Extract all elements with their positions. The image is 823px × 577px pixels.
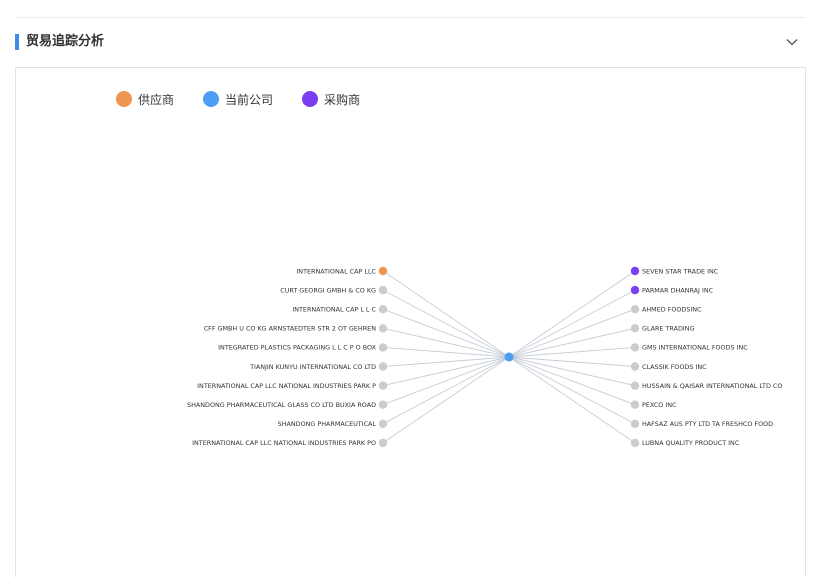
buyer-node-label[interactable]: CLASSIK FOODS INC (642, 363, 707, 371)
edge-line (508, 356, 636, 425)
edge-line (382, 356, 510, 406)
top-divider (15, 17, 806, 18)
buyer-node-label[interactable]: PEXCO INC (642, 401, 677, 409)
edge-line (508, 356, 636, 387)
legend-label: 供应商 (138, 92, 175, 107)
legend-dot-supplier (116, 91, 132, 107)
edge-line (382, 327, 510, 358)
edge-line (508, 356, 636, 444)
legend-item-buyer[interactable]: 采购商 (302, 91, 360, 108)
buyer-node-label[interactable]: GLARE TRADING (642, 325, 695, 333)
supplier-node[interactable] (378, 324, 388, 333)
buyer-node[interactable] (630, 305, 640, 314)
edge-line (382, 289, 510, 358)
buyer-node-label[interactable]: PARMAR DHANRAJ INC (642, 286, 714, 294)
legend: 供应商 当前公司 采购商 (116, 89, 389, 109)
supplier-node-label[interactable]: INTERNATIONAL CAP LLC NATIONAL INDUSTRIE… (197, 382, 376, 390)
edge-line (508, 356, 636, 406)
supplier-node[interactable] (378, 438, 388, 448)
buyer-node[interactable] (630, 266, 640, 276)
buyer-node-label[interactable]: HAFSAZ AUS PTY LTD TA FRESHCO FOOD (642, 420, 773, 428)
section-header: 贸易追踪分析 (15, 32, 806, 52)
trade-network-graph: INTERNATIONAL CAP LLC CURT GEORGI GMBH & … (187, 266, 782, 448)
legend-label: 当前公司 (225, 92, 274, 107)
edge-line (382, 356, 510, 425)
buyer-node[interactable] (630, 438, 640, 448)
edge-line (508, 346, 636, 358)
supplier-node-label[interactable]: INTEGRATED PLASTICS PACKAGING L L C P O … (218, 344, 376, 352)
edge-line (382, 308, 510, 358)
supplier-node-label[interactable]: INTERNATIONAL CAP L L C (292, 306, 376, 314)
supplier-node[interactable] (378, 381, 388, 390)
supplier-node-label[interactable]: TIANJIN KUNYU INTERNATIONAL CO LTD (249, 363, 376, 371)
supplier-node[interactable] (378, 285, 388, 295)
supplier-node[interactable] (378, 305, 388, 314)
buyer-node-label[interactable]: LUBNA QUALITY PRODUCT INC (642, 439, 740, 447)
legend-dot-current-company (203, 91, 220, 107)
edge-line (382, 356, 510, 367)
legend-item-supplier[interactable]: 供应商 (116, 91, 174, 108)
chevron-down-icon[interactable] (784, 34, 800, 50)
buyer-node-label[interactable]: SEVEN STAR TRADE INC (642, 267, 719, 275)
supplier-node[interactable] (378, 400, 388, 409)
edge-line (508, 289, 636, 358)
edge-line (508, 308, 636, 358)
supplier-node-label[interactable]: CFF GMBH U CO KG ARNSTAEDTER STR 2 OT GE… (204, 325, 377, 333)
buyer-node[interactable] (630, 419, 640, 428)
buyer-node-label[interactable]: HUSSAIN & QAISAR INTERNATIONAL LTD CO (642, 382, 782, 390)
edge-line (382, 356, 510, 387)
supplier-node[interactable] (378, 419, 388, 428)
nodes: INTERNATIONAL CAP LLC CURT GEORGI GMBH & … (187, 266, 782, 448)
supplier-node-label[interactable]: CURT GEORGI GMBH & CO KG (280, 286, 376, 294)
edge-line (382, 270, 510, 358)
current-company-node[interactable] (504, 352, 514, 362)
trade-graph-panel: 供应商 当前公司 采购商 INTERNATIONAL CAP LLC CURT G… (15, 67, 806, 577)
buyer-node[interactable] (630, 400, 640, 409)
section-title: 贸易追踪分析 (26, 34, 105, 49)
buyer-node[interactable] (630, 343, 640, 352)
title-accent-bar (15, 34, 19, 50)
legend-item-current-company[interactable]: 当前公司 (203, 91, 273, 108)
supplier-node-label[interactable]: SHANDONG PHARMACEUTICAL GLASS CO LTD BUX… (187, 401, 376, 409)
edge-line (382, 346, 510, 358)
edge-line (508, 327, 636, 358)
supplier-node[interactable] (378, 362, 388, 371)
supplier-node[interactable] (378, 266, 388, 276)
edge-line (508, 356, 636, 367)
buyer-node-label[interactable]: AHMED FOODSINC (642, 306, 702, 314)
edges (382, 270, 636, 444)
edge-line (508, 270, 636, 358)
supplier-node-label[interactable]: INTERNATIONAL CAP LLC NATIONAL INDUSTRIE… (192, 439, 376, 447)
buyer-node[interactable] (630, 324, 640, 333)
edge-line (382, 356, 510, 444)
supplier-node-label[interactable]: INTERNATIONAL CAP LLC (296, 267, 376, 275)
supplier-node-label[interactable]: SHANDONG PHARMACEUTICAL (278, 420, 377, 428)
legend-dot-buyer (302, 91, 319, 107)
buyer-node[interactable] (630, 285, 640, 295)
supplier-node[interactable] (378, 343, 388, 352)
legend-label: 采购商 (324, 92, 361, 107)
buyer-node[interactable] (630, 381, 640, 390)
buyer-node-label[interactable]: GMS INTERNATIONAL FOODS INC (642, 344, 748, 352)
buyer-node[interactable] (630, 362, 640, 371)
